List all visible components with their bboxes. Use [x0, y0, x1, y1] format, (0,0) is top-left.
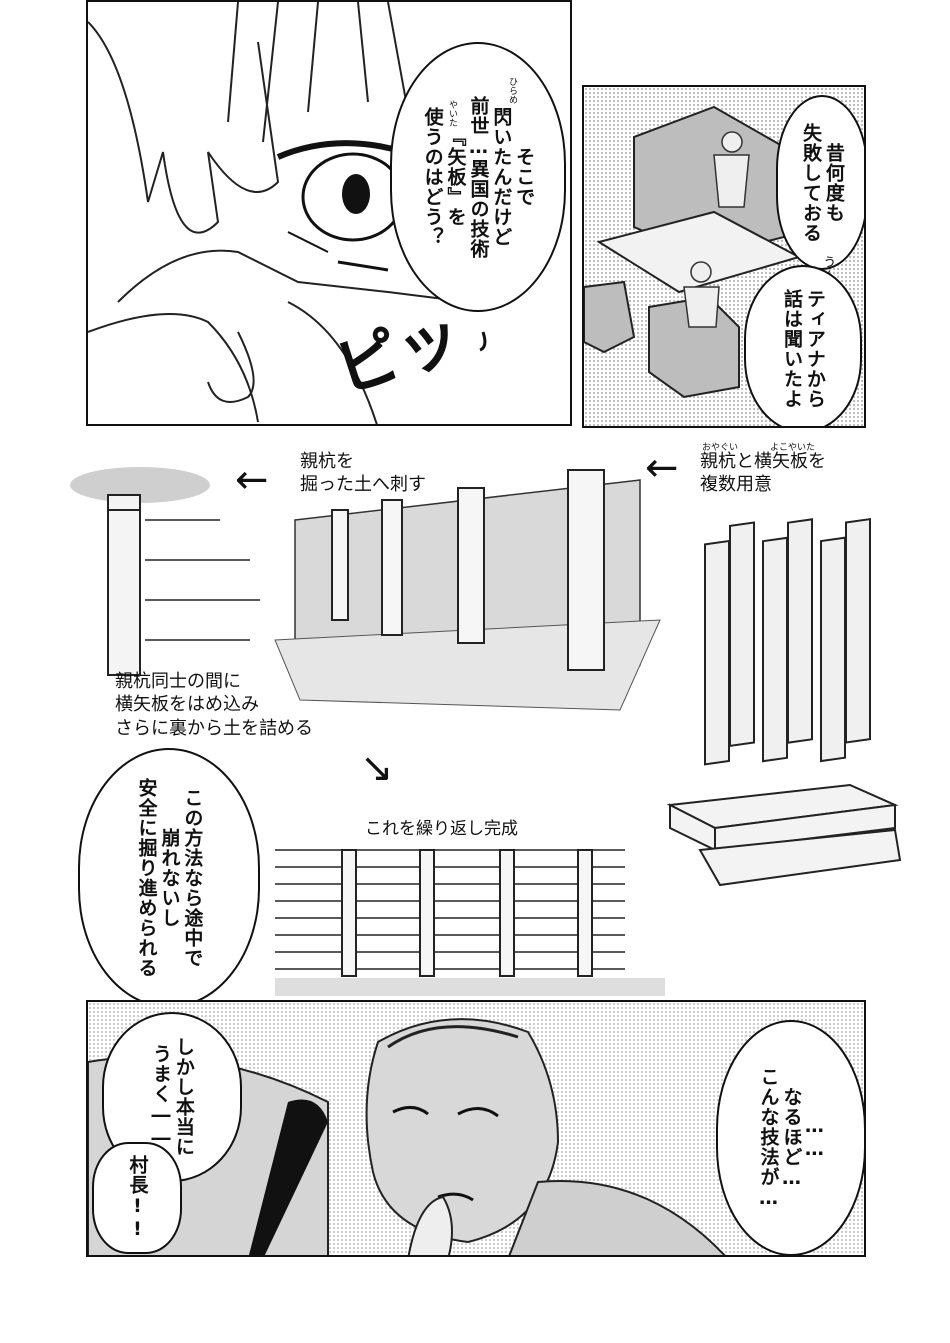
- caption-insert-piles: 親杭を 掘った土へ刺す: [300, 450, 426, 497]
- panel-method-diagram: 親杭と横矢板を 複数用意 おやぐい よこやいた ← 親杭を 掘った土へ刺す ←: [60, 430, 910, 1008]
- caption-line: 親杭と横矢板を: [700, 451, 826, 472]
- bubble-line: 安全に掘り進められる: [135, 778, 158, 978]
- bubble-line: 話は聞いたよ: [781, 289, 803, 409]
- bubble-line: 『矢板』を: [444, 127, 467, 227]
- speech-bubble-proposal: そこで 閃いたんだけど 前世…異国の技術 『矢板』を 使うのはどう？: [390, 42, 566, 312]
- living-room-art: [584, 105, 802, 399]
- girl-closeup-art: [88, 2, 487, 424]
- caption-line: 横矢板をはめ込み: [115, 694, 259, 716]
- panel-living-room: 昔何度も 失敗しておる うん ティアナから 話は聞いたよ: [582, 85, 866, 428]
- bubble-line: うまく――: [150, 1044, 172, 1150]
- caption-line: さらに裏から土を詰める: [115, 717, 313, 739]
- arrow-down-right-icon: ↘: [360, 745, 394, 791]
- bubble-line: こんな技法が…: [757, 1066, 780, 1210]
- caption-line: 親杭を: [300, 451, 354, 472]
- ruby-oyagui: おやぐい: [702, 443, 739, 453]
- caption-insert-boards: 親杭同士の間に 横矢板をはめ込み さらに裏から土を詰める: [115, 670, 313, 740]
- bubble-line: この方法なら途中で: [181, 788, 204, 968]
- ruby-hirame: ひらめ: [507, 77, 517, 104]
- bubble-line: 閃いたんだけど: [490, 107, 513, 247]
- bubble-line: 昔何度も: [822, 142, 845, 223]
- speech-bubble-elder: 昔何度も 失敗しておる: [776, 95, 864, 270]
- bubble-line: そこで: [513, 147, 536, 207]
- caption-line: 掘った土へ刺す: [300, 474, 426, 496]
- arrow-left-icon: ←: [645, 445, 679, 491]
- bubble-line: 崩れないし: [158, 828, 181, 928]
- pile-and-board-illustrations: [70, 467, 902, 996]
- bubble-line: 失敗しておる: [800, 122, 822, 243]
- bubble-line: 使うのはどう？: [421, 107, 444, 247]
- bubble-line: 前世…異国の技術: [467, 95, 490, 259]
- caption-line: 親杭同士の間に: [115, 671, 241, 692]
- ruby-yokoyaita: よこやいた: [770, 443, 816, 453]
- bubble-line: ……: [803, 1115, 826, 1161]
- panel-elder-closeup: しかし本当に うまく―― 村長!! …… なるほど… こんな技法が…: [86, 1000, 866, 1257]
- caption-line: 複数用意: [700, 474, 772, 496]
- ruby-yaita: やいた: [447, 100, 457, 127]
- speech-bubble-tiana: ティアナから 話は聞いたよ: [744, 265, 862, 426]
- speech-bubble-explanation: この方法なら途中で 崩れないし 安全に掘り進められる: [78, 748, 260, 1008]
- bubble-line: ティアナから: [803, 289, 826, 409]
- bubble-line: なるほど…: [780, 1086, 803, 1190]
- bubble-line: 村長!!: [126, 1155, 149, 1241]
- speech-bubble-village-chief: 村長!!: [92, 1142, 182, 1254]
- caption-prepare-materials: 親杭と横矢板を 複数用意: [700, 450, 826, 497]
- panel-girl-closeup: そこで 閃いたんだけど 前世…異国の技術 『矢板』を 使うのはどう？ ひらめ や…: [86, 0, 572, 426]
- arrow-left-icon: ←: [235, 457, 269, 503]
- speech-bubble-realization: …… なるほど… こんな技法が…: [716, 1020, 864, 1255]
- caption-repeat-complete: これを繰り返し完成: [365, 819, 518, 839]
- bubble-line: しかし本当に: [172, 1037, 195, 1157]
